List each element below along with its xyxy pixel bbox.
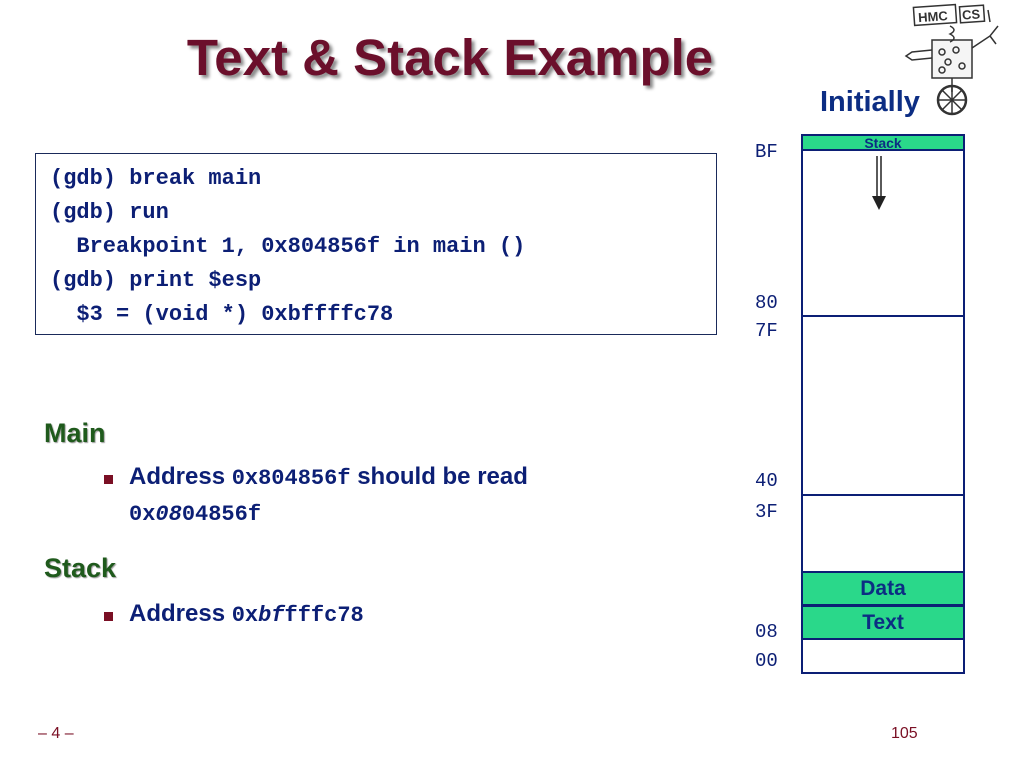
footer-page-indicator: – 4 – bbox=[38, 725, 74, 742]
data-region: Data bbox=[801, 571, 965, 606]
address-label-80: 80 bbox=[755, 292, 778, 314]
initially-label: Initially bbox=[820, 86, 920, 118]
stack-bullet-pre: Address bbox=[129, 600, 232, 627]
stack-heading: Stack bbox=[44, 553, 117, 583]
gdb-line-5: $3 = (void *) 0xbffffc78 bbox=[50, 302, 394, 327]
stack-growth-arrow-icon bbox=[872, 156, 886, 210]
main-bullet-code: 0x804856f bbox=[231, 466, 351, 491]
svg-text:HMC: HMC bbox=[918, 8, 949, 25]
stack-bullet-marker bbox=[104, 612, 113, 621]
main-bullet-line2: 0x0804856f bbox=[129, 499, 261, 527]
main-heading: Main bbox=[44, 418, 106, 448]
data-region-label: Data bbox=[860, 577, 906, 600]
gdb-line-1: (gdb) break main bbox=[50, 166, 262, 191]
footer-slide-number: 105 bbox=[891, 725, 918, 742]
stack-region-label: Stack bbox=[864, 135, 902, 151]
address-label-bf: BF bbox=[755, 141, 778, 163]
text-region-label: Text bbox=[862, 611, 904, 634]
boundary-40-3f bbox=[801, 494, 965, 496]
boundary-80-7f bbox=[801, 315, 965, 317]
gdb-line-4: (gdb) print $esp bbox=[50, 268, 262, 293]
gdb-line-2: (gdb) run bbox=[50, 200, 169, 225]
main-line2-emph: 08 bbox=[155, 502, 182, 527]
address-label-3f: 3F bbox=[755, 501, 778, 523]
main-bullet-marker bbox=[104, 475, 113, 484]
main-bullet-text: Address 0x804856f should be read bbox=[129, 463, 528, 491]
robot-mascot-icon: HMC CS bbox=[904, 3, 999, 116]
address-label-7f: 7F bbox=[755, 320, 778, 342]
slide-title: Text & Stack Example bbox=[186, 29, 714, 86]
text-region: Text bbox=[801, 605, 965, 640]
stack-code-emph: bf bbox=[258, 603, 285, 628]
stack-bullet-text: Address 0xbffffc78 bbox=[129, 600, 364, 628]
svg-text:CS: CS bbox=[962, 6, 981, 22]
address-label-40: 40 bbox=[755, 470, 778, 492]
stack-region: Stack bbox=[801, 134, 965, 151]
address-label-00: 00 bbox=[755, 650, 778, 672]
stack-code-prefix: 0x bbox=[231, 603, 259, 628]
main-bullet-pre: Address bbox=[129, 463, 232, 490]
hmc-cs-logo: HMC CS bbox=[898, 0, 1024, 118]
gdb-line-3: Breakpoint 1, 0x804856f in main () bbox=[50, 234, 526, 259]
main-line2-rest: 04856f bbox=[181, 502, 262, 527]
main-bullet-post: should be read bbox=[350, 463, 528, 490]
address-label-08: 08 bbox=[755, 621, 778, 643]
main-line2-prefix: 0x bbox=[129, 502, 156, 527]
stack-code-rest: fffc78 bbox=[284, 603, 364, 628]
gdb-session-box: (gdb) break main (gdb) run Breakpoint 1,… bbox=[35, 153, 717, 335]
